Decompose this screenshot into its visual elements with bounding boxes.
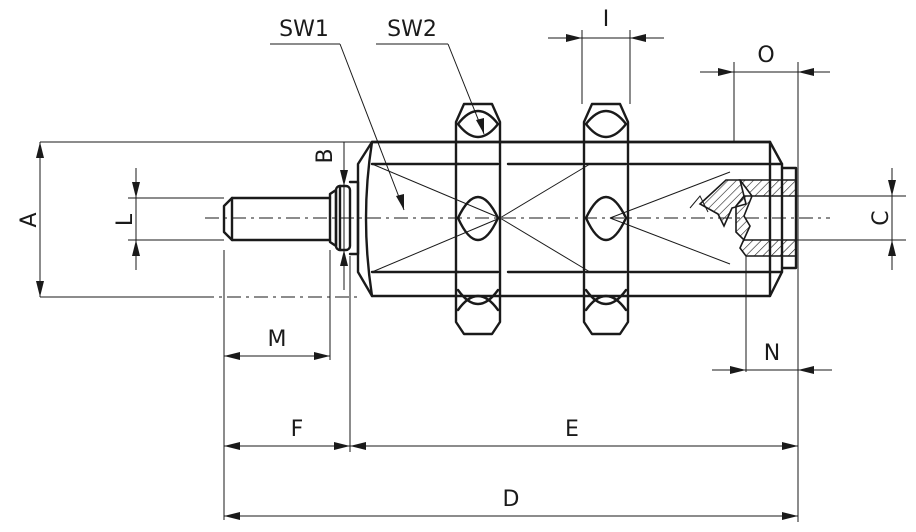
dimension-i: I [548,7,664,42]
dimension-a: A [17,142,44,297]
label-a: A [17,212,42,227]
label-o: O [757,43,774,68]
dimension-o: O [700,43,830,76]
label-sw1: SW1 [279,17,329,42]
dimension-b: B [313,142,348,290]
dimension-d: D [224,487,798,520]
dimension-m: M [224,327,330,360]
leader-sw2: SW2 [376,17,485,135]
threaded-body [356,140,784,298]
label-l: L [113,213,138,226]
dimension-c: C [869,168,896,270]
dimension-e: E [350,417,798,450]
label-d: D [503,487,520,512]
label-m: M [268,327,287,352]
dimension-n: N [712,341,832,374]
dimension-f: F [224,417,350,450]
label-sw2: SW2 [387,17,437,42]
label-i: I [603,7,610,32]
end-section [689,166,798,270]
extension-lines [40,30,906,522]
label-c: C [869,210,894,225]
dimension-l: L [113,168,140,270]
label-e: E [565,417,579,442]
hex-nut-left [454,102,502,336]
label-n: N [764,341,780,366]
hex-nut-right [582,102,630,336]
label-b: B [313,148,338,163]
leader-sw1: SW1 [270,17,405,211]
label-f: F [291,417,304,442]
